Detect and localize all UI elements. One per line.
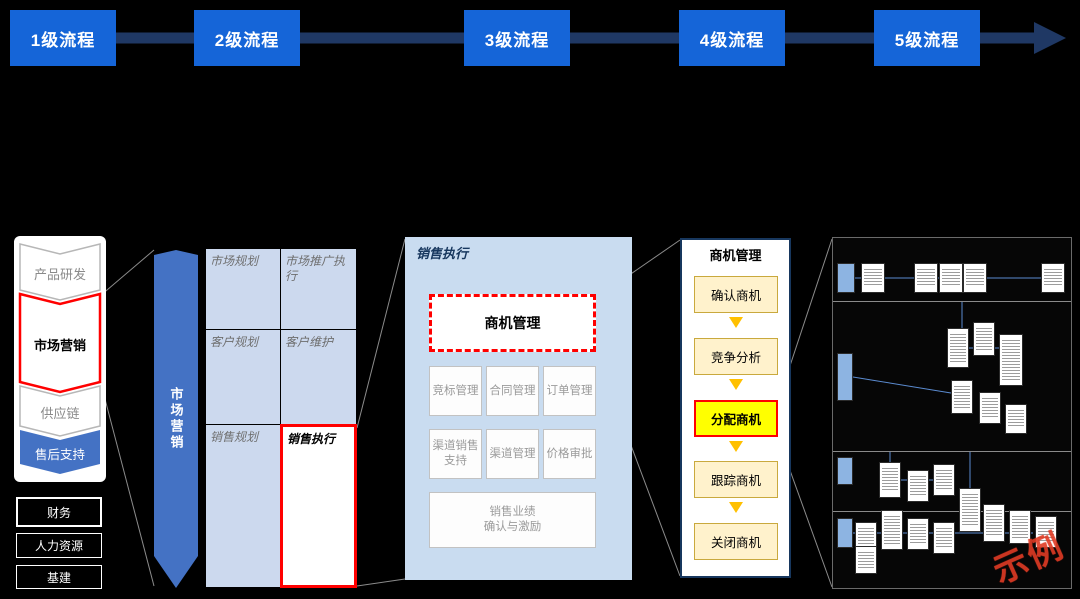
lane-divider [833,511,1071,512]
flow-level-4: 4级流程 [679,10,785,66]
chevron-supply-chain [19,385,101,437]
step-assign-opportunity-highlighted: 分配商机 [694,400,778,437]
level3-box-sales-performance: 销售业绩 确认与激励 [429,492,596,548]
support-box-finance: 财务 [16,497,102,527]
mini-process-box [914,263,938,293]
level2-cell-sales-execution-highlighted: 销售执行 [280,424,357,588]
level3-box-bid-mgmt: 竞标管理 [429,366,482,416]
lane-label [837,518,853,548]
flow-level-1: 1级流程 [10,10,116,66]
mini-process-box [881,510,903,550]
level2-arrow-shape [154,250,198,588]
lane-divider [833,301,1071,302]
mini-process-box [907,470,929,502]
support-box-infrastructure: 基建 [16,565,102,589]
mini-process-box [1005,404,1027,434]
level3-title: 销售执行 [416,246,469,261]
mini-process-box [855,546,877,574]
level2-cell-market-planning: 市场规划 [205,248,281,330]
support-box-hr: 人力资源 [16,533,102,558]
level4-title: 商机管理 [709,248,762,263]
level5-panel-flowchart: 示例 [832,237,1072,591]
chevron-marketing-highlighted [18,292,102,394]
zoom-line-1-2-top [99,249,155,297]
level1-item-supply-chain: 供应链 [40,406,80,421]
mini-process-box [963,263,987,293]
mini-process-box [1035,516,1057,548]
level3-box-price-approval: 价格审批 [543,429,596,479]
step-close-opportunity: 关闭商机 [694,523,778,560]
level3-opportunity-mgmt-highlighted: 商机管理 [429,294,596,352]
down-arrow-icon [729,502,743,513]
lane-divider [833,451,1071,452]
chevron-product-rd [19,243,101,301]
mini-process-box [1041,263,1065,293]
flow-level-3: 3级流程 [464,10,570,66]
mini-process-box [939,263,963,293]
step-confirm-opportunity: 确认商机 [694,276,778,313]
level1-item-product-rd: 产品研发 [33,267,86,282]
down-arrow-icon [729,317,743,328]
mini-process-box [933,522,955,554]
lane-label [837,457,853,485]
mini-process-box [933,464,955,496]
down-arrow-icon [729,379,743,390]
mini-process-box [973,322,995,356]
level2-cell-sales-planning: 销售规划 [205,424,281,588]
step-competition-analysis: 竞争分析 [694,338,778,375]
level2-cell-customer-planning: 客户规划 [205,329,281,425]
zoom-line-2-3-bottom [356,578,406,587]
zoom-line-2-3-top [356,238,406,429]
level2-side-arrow [154,250,198,588]
level3-box-channel-mgmt: 渠道管理 [486,429,539,479]
mini-process-box [983,504,1005,542]
mini-process-box [959,488,981,532]
level3-box-channel-sales-support: 渠道销售支持 [429,429,482,479]
flow-level-5: 5级流程 [874,10,980,66]
mini-process-box [951,380,973,414]
mini-process-box [861,263,885,293]
level1-chevrons [18,243,102,474]
mini-process-box [879,462,901,498]
mini-process-box [947,328,969,368]
level3-performance-line2: 确认与激励 [483,521,542,533]
down-arrow-icon [729,441,743,452]
level2-cell-market-promotion: 市场推广执行 [280,248,357,330]
level1-item-after-sales: 售后支持 [34,448,85,462]
lane-label [837,353,853,401]
step-track-opportunity: 跟踪商机 [694,461,778,498]
level2-side-label: 市场营销 [168,387,184,451]
mini-process-box [907,518,929,550]
flow-arrow-head [1034,22,1066,54]
mini-process-box [999,334,1023,386]
mini-process-box [979,392,1001,424]
lane-header-label [837,263,855,293]
flow-level-2: 2级流程 [194,10,300,66]
mini-process-box [1009,510,1031,544]
level3-box-order-mgmt: 订单管理 [543,366,596,416]
level3-box-contract-mgmt: 合同管理 [486,366,539,416]
zoom-line-1-2-bottom [99,379,155,587]
level3-performance-line1: 销售业绩 [489,506,536,519]
chevron-after-sales [20,430,100,474]
level1-item-marketing: 市场营销 [33,338,86,353]
level2-cell-customer-maintain: 客户维护 [280,329,357,425]
